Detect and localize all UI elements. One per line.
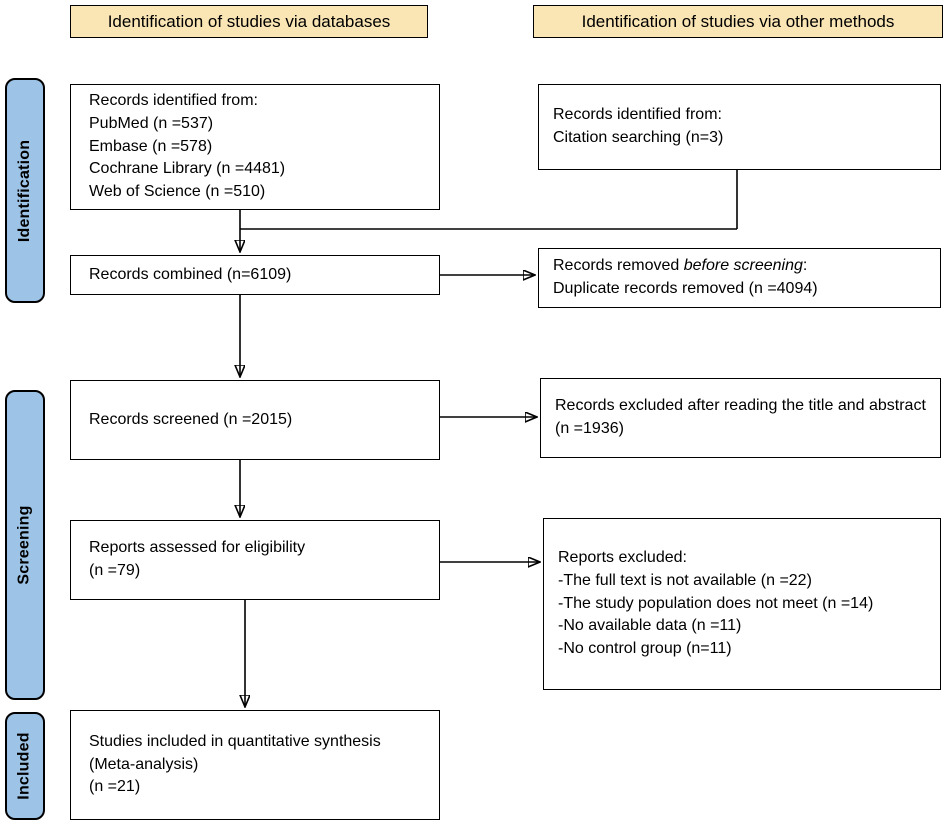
box-records-identified: Records identified from: PubMed (n =537)… xyxy=(70,84,440,210)
header-databases: Identification of studies via databases xyxy=(70,5,428,38)
box-line: Records removed before screening: xyxy=(553,255,930,278)
stage-identification: Identification xyxy=(5,78,45,303)
box-citation-searching: Records identified from: Citation search… xyxy=(538,84,941,170)
stage-included: Included xyxy=(5,712,45,820)
records-removed-italic: before screening xyxy=(683,257,803,275)
header-other-methods-label: Identification of studies via other meth… xyxy=(581,11,895,31)
box-reports-assessed: Reports assessed for eligibility (n =79) xyxy=(70,520,440,600)
box-line: Citation searching (n=3) xyxy=(553,129,724,146)
box-line: Records identified from: xyxy=(89,92,258,110)
box-line: Duplicate records removed (n =4094) xyxy=(553,280,818,297)
box-line: Cochrane Library (n =4481) xyxy=(89,160,286,178)
box-line: Records screened (n =2015) xyxy=(89,410,293,428)
box-line: (n =21) xyxy=(89,778,141,796)
box-line: -No available data (n =11) xyxy=(558,617,742,635)
box-studies-included: Studies included in quantitative synthes… xyxy=(70,710,440,820)
box-line: Web of Science (n =510) xyxy=(89,183,266,201)
box-line: Reports assessed for eligibility xyxy=(89,539,306,557)
box-line: PubMed (n =537) xyxy=(89,114,214,132)
box-records-screened: Records screened (n =2015) xyxy=(70,380,440,460)
box-line: (Meta-analysis) xyxy=(89,755,199,773)
stage-screening: Screening xyxy=(5,390,45,700)
box-line: Reports excluded: xyxy=(558,549,687,567)
stage-identification-label: Identification xyxy=(16,139,34,242)
box-records-excluded: Records excluded after reading the title… xyxy=(540,378,941,458)
stage-screening-label: Screening xyxy=(16,505,34,585)
header-other-methods: Identification of studies via other meth… xyxy=(533,5,943,38)
records-removed-prefix: Records removed xyxy=(553,257,684,275)
box-line: Records identified from: xyxy=(553,106,722,124)
box-records-combined: Records combined (n=6109) xyxy=(70,255,440,295)
box-line: -No control group (n=11) xyxy=(558,640,732,658)
records-removed-suffix: : xyxy=(802,257,808,275)
box-line: -The full text is not available (n =22) xyxy=(558,571,812,589)
box-line: -The study population does not meet (n =… xyxy=(558,594,874,612)
stage-included-label: Included xyxy=(16,732,34,800)
box-line: Records combined (n=6109) xyxy=(89,265,292,283)
box-line: Studies included in quantitative synthes… xyxy=(89,732,381,750)
header-databases-label: Identification of studies via databases xyxy=(107,11,391,31)
box-records-removed: Records removed before screening: Duplic… xyxy=(538,248,941,308)
box-reports-excluded: Reports excluded: -The full text is not … xyxy=(543,518,941,690)
box-line: Embase (n =578) xyxy=(89,137,213,155)
box-line: (n =79) xyxy=(89,562,141,579)
box-line: Records excluded after reading the title… xyxy=(555,397,926,437)
